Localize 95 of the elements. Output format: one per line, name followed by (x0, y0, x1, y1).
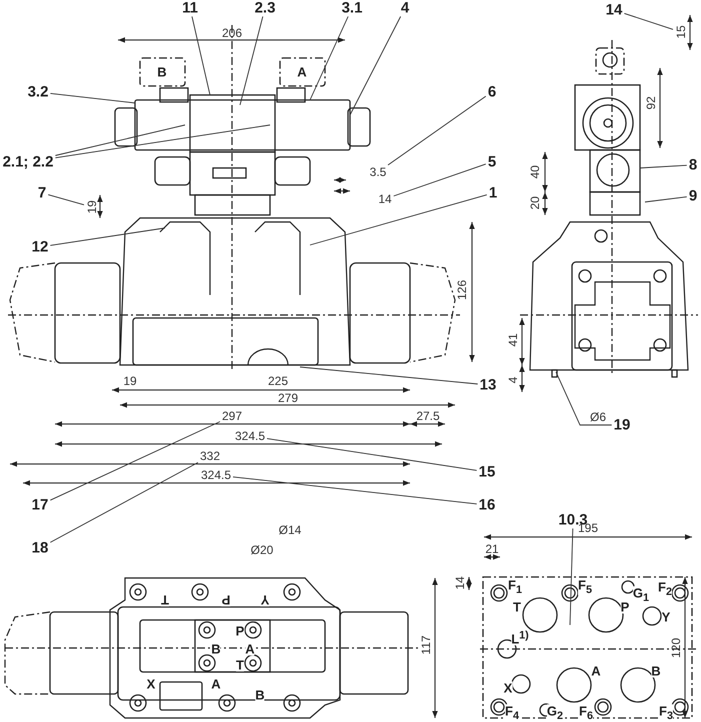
dimension-text: 279 (278, 392, 298, 404)
leader-line (50, 228, 166, 246)
leader-line (310, 16, 349, 100)
port-label: B (157, 66, 167, 78)
dimension-text: 92 (645, 96, 657, 110)
dimension-text: 126 (456, 280, 468, 300)
port-label: F$_{5}$ (578, 578, 592, 596)
callout-number: 17 (32, 498, 48, 512)
dimension-text: 3.5 (370, 166, 386, 178)
port-label: A (297, 66, 307, 78)
leader-line (50, 462, 198, 543)
callout-number: 7 (38, 186, 46, 200)
port-label: B (651, 664, 661, 678)
leader-line (350, 16, 402, 116)
leader-line (266, 438, 478, 471)
callout-number: 8 (688, 158, 698, 172)
callout-number: 14 (606, 2, 622, 18)
port-label: P (620, 600, 630, 614)
leader-line (556, 372, 612, 426)
port-label: P (222, 594, 230, 606)
dimension-text: 21 (485, 543, 499, 555)
leader-line (50, 421, 220, 501)
dimension-text: 206 (222, 27, 242, 39)
dimension-text: 324.5 (200, 469, 232, 481)
dimension-text: 4 (507, 376, 519, 384)
port-label: X (504, 682, 512, 694)
callout-number: 11 (182, 0, 198, 16)
callout-number: 1 (488, 186, 498, 200)
dimension-text: 19 (86, 200, 98, 214)
dimension-text: 117 (420, 635, 432, 655)
dimension-text: 15 (675, 25, 687, 39)
leader-line (393, 164, 486, 196)
callout-number: 9 (688, 188, 698, 204)
leader-line (640, 164, 688, 168)
callout-number: 13 (480, 378, 496, 392)
callout-number: 5 (488, 154, 496, 170)
callout-number: 6 (488, 84, 496, 100)
port-label: X (146, 678, 156, 690)
callout-number: 3.1 (342, 0, 362, 16)
leader-line (300, 366, 478, 384)
leader-line (388, 96, 486, 166)
port-label: L$^{1)}$ (511, 630, 529, 646)
callout-number: 15 (478, 464, 496, 480)
port-label: T (513, 600, 521, 614)
port-label: G$_{2}$ (546, 704, 564, 722)
dimension-text: 332 (200, 450, 220, 462)
leader-line (54, 124, 186, 156)
callout-number: 2.1; 2.2 (2, 154, 54, 170)
callout-number: 19 (614, 418, 630, 432)
leader-line (192, 16, 210, 96)
callout-number: 2.3 (254, 0, 276, 16)
leader-line (232, 476, 478, 504)
leader-line (240, 16, 264, 106)
leader-line (54, 124, 270, 158)
dimension-text: 20 (529, 196, 541, 210)
dimension-text: 14 (454, 576, 466, 590)
leader-line (50, 92, 136, 104)
dimension-text: 297 (222, 410, 242, 422)
port-label: F$_{2}$ (658, 580, 672, 598)
callout-number: 3.2 (28, 84, 48, 100)
dimension-text: 41 (507, 333, 519, 347)
callout-number: 16 (478, 498, 496, 512)
dimension-text: 40 (529, 165, 541, 179)
callout-number: 18 (32, 540, 48, 556)
dimension-text: 14 (378, 193, 392, 205)
port-label: F$_{1}$ (508, 578, 522, 596)
leader-line (570, 528, 574, 626)
port-label: A (591, 664, 601, 678)
port-label: G$_{1}$ (632, 586, 650, 604)
leader-line (644, 196, 688, 202)
port-label: A (245, 642, 255, 656)
callout-number: 4 (400, 0, 410, 16)
dimension-text: 120 (670, 638, 682, 658)
port-label: T (161, 594, 169, 606)
port-label: T (236, 658, 244, 672)
port-label: F$_{6}$ (579, 704, 593, 722)
port-label: B (255, 688, 265, 702)
dimension-text: Ø14 (278, 524, 302, 536)
dimension-text: 27.5 (416, 410, 440, 422)
dimension-text: 19 (123, 375, 137, 387)
port-label: A (211, 678, 221, 690)
port-label: F$_{3}$ (659, 704, 673, 722)
port-label: Y (662, 610, 670, 624)
leader-line (310, 194, 488, 246)
dimension-text: Ø6 (590, 411, 606, 423)
dimension-text: 225 (268, 375, 288, 387)
dimension-text: Ø20 (250, 544, 274, 556)
callout-number: 12 (32, 240, 48, 254)
leader-line (624, 12, 674, 30)
port-label: P (236, 624, 244, 638)
port-label: B (211, 642, 221, 656)
port-label: F$_{4}$ (505, 704, 519, 722)
leader-line (48, 194, 84, 206)
port-label: Y (260, 594, 270, 606)
dimension-text: 324.5 (234, 430, 266, 442)
